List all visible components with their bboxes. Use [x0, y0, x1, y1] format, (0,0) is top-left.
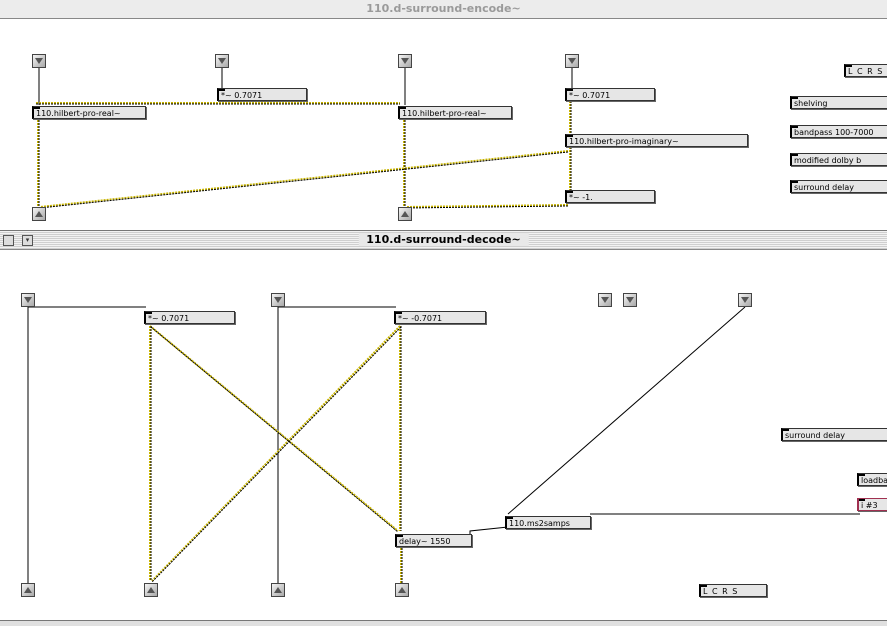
hilbert-imaginary-object[interactable]: 110.hilbert-pro-imaginary~	[565, 134, 748, 147]
mul-negative-object[interactable]: *~ -0.7071	[394, 311, 486, 324]
decode-patcher-canvas[interactable]: *~ 0.7071 *~ -0.7071 surround delay load…	[0, 249, 887, 620]
mul-object[interactable]: *~ 0.7071	[217, 88, 307, 101]
decode-window-title: 110.d-surround-decode~	[358, 233, 529, 246]
mul-positive-object[interactable]: *~ 0.7071	[144, 311, 235, 324]
delay-object[interactable]: delay~ 1550	[395, 534, 472, 547]
comment-bandpass: bandpass 100-7000	[790, 125, 887, 138]
inlet-icon[interactable]	[598, 293, 612, 307]
decode-titlebar[interactable]: ▾ 110.d-surround-decode~	[0, 230, 887, 250]
inlet-icon[interactable]	[215, 54, 229, 68]
lcrs-label: L C R S	[844, 64, 887, 77]
inlet-icon[interactable]	[738, 293, 752, 307]
comment-surround-delay: surround delay	[781, 428, 887, 441]
decode-patch-cords	[27, 306, 860, 584]
inlet-icon[interactable]	[623, 293, 637, 307]
encode-patch-cords	[36, 67, 573, 209]
int-message[interactable]: i #3	[857, 498, 887, 511]
inlet-icon[interactable]	[32, 54, 46, 68]
hilbert-real-object[interactable]: 110.hilbert-pro-real~	[32, 106, 146, 119]
encode-window: 110.d-surround-encode~	[0, 0, 887, 229]
outlet-icon[interactable]	[395, 583, 409, 597]
inlet-icon[interactable]	[21, 293, 35, 307]
encode-titlebar[interactable]: 110.d-surround-encode~	[0, 0, 887, 19]
outlet-icon[interactable]	[144, 583, 158, 597]
comment-shelving: shelving	[790, 96, 887, 109]
comment-surround-delay: surround delay	[790, 180, 887, 193]
hilbert-real-object[interactable]: 110.hilbert-pro-real~	[398, 106, 512, 119]
comment-dolby: modified dolby b	[790, 153, 887, 166]
outlet-icon[interactable]	[271, 583, 285, 597]
inlet-icon[interactable]	[565, 54, 579, 68]
outlet-icon[interactable]	[398, 207, 412, 221]
outlet-icon[interactable]	[32, 207, 46, 221]
inlet-icon[interactable]	[398, 54, 412, 68]
encode-patcher-canvas[interactable]: *~ 0.7071 110.hilbert-pro-real~ 110.hilb…	[0, 19, 887, 229]
bottom-scroll-strip[interactable]	[0, 620, 887, 626]
outlet-icon[interactable]	[21, 583, 35, 597]
zoom-box-icon[interactable]: ▾	[22, 235, 33, 246]
mul-negate-object[interactable]: *~ -1.	[565, 190, 655, 203]
encode-window-title: 110.d-surround-encode~	[358, 2, 529, 15]
ms2samps-object[interactable]: 110.ms2samps	[505, 516, 591, 529]
mul-object[interactable]: *~ 0.7071	[565, 88, 655, 101]
loadbang-object[interactable]: loadba	[857, 473, 887, 486]
inlet-icon[interactable]	[271, 293, 285, 307]
lcrs-label: L C R S	[699, 584, 767, 597]
decode-window: ▾ 110.d-surround-decode~	[0, 230, 887, 620]
close-box-icon[interactable]	[3, 235, 14, 246]
